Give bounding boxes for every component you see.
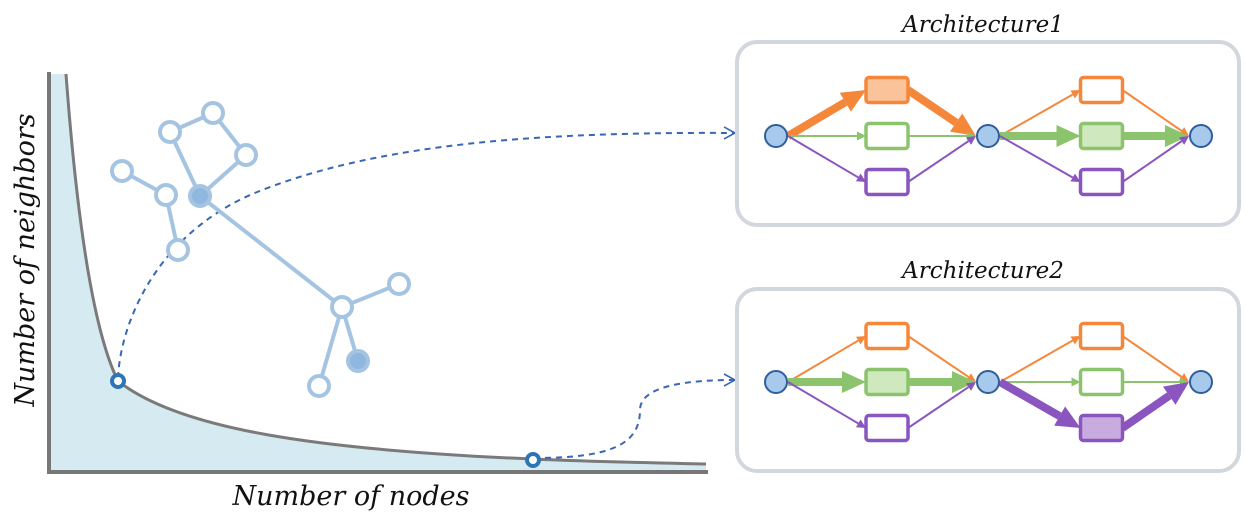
edge-purple-out-1-arrowhead <box>966 136 976 145</box>
y-axis-label: Number of neighbors <box>10 113 41 407</box>
architecture2-diagram <box>764 321 1213 443</box>
graph-node <box>158 120 182 144</box>
edge-orange-in-1 <box>785 98 848 140</box>
graph-node <box>166 238 190 262</box>
cell-node-3 <box>1189 124 1213 148</box>
edge-orange-in-1 <box>787 339 859 383</box>
edge-orange-out-2 <box>1121 335 1183 378</box>
edge-purple-in-2-arrowhead <box>1070 173 1081 182</box>
op-box-orange-1 <box>864 321 910 351</box>
graph-node <box>201 101 225 125</box>
edge-green-out-1-arrowhead <box>952 371 976 393</box>
cell-node-1 <box>764 124 788 148</box>
graph-node-selected <box>188 184 212 208</box>
distribution-curve <box>64 73 707 466</box>
edge-purple-out-1 <box>907 386 970 429</box>
edge-purple-in-1-arrowhead <box>855 173 866 182</box>
op-box-purple-2 <box>1078 413 1125 443</box>
graph-node <box>234 143 258 167</box>
architecture1-diagram <box>764 75 1213 197</box>
edge-orange-out-1-arrowhead <box>949 113 976 136</box>
edge-green-in-2-arrowhead <box>1056 125 1081 147</box>
edge-purple-in-2-arrowhead <box>1054 406 1081 428</box>
op-box-orange-1 <box>864 75 910 105</box>
distribution-plot: Number of nodes Number of neighbors <box>10 72 737 512</box>
op-box-purple-1 <box>864 413 910 443</box>
op-box-orange-2 <box>1078 321 1125 351</box>
edge-purple-in-2 <box>998 378 1062 420</box>
edge-purple-out-2-arrowhead <box>1163 382 1189 405</box>
op-box-green-1 <box>864 367 910 397</box>
graph-node <box>307 374 331 398</box>
edge-purple-out-2 <box>1121 140 1183 183</box>
op-box-green-1 <box>864 121 910 151</box>
cell-node-2 <box>976 370 1000 394</box>
edge-orange-in-2-arrowhead <box>1070 90 1081 99</box>
marker-sparse-point <box>525 452 541 468</box>
op-box-green-2 <box>1078 367 1125 397</box>
edge-orange-in-1-arrowhead <box>855 336 866 345</box>
op-box-orange-2 <box>1078 75 1125 105</box>
connector-to-architecture2 <box>533 373 737 459</box>
edge-purple-in-1 <box>787 135 859 179</box>
cell-node-3 <box>1189 370 1213 394</box>
connector-to-architecture1 <box>117 126 737 379</box>
edge-green-in-1-arrowhead <box>857 131 866 141</box>
edge-purple-out-1-arrowhead <box>966 382 976 391</box>
graph-node-selected <box>346 349 370 373</box>
edge-green-in-1-arrowhead <box>842 371 866 393</box>
cell-node-1 <box>764 370 788 394</box>
graph-illustration <box>110 101 411 398</box>
architecture1-title: Architecture1 <box>900 12 1064 38</box>
cell-node-2 <box>976 124 1000 148</box>
edge-orange-in-2-arrowhead <box>1070 336 1081 345</box>
graph-nodes <box>110 101 411 398</box>
edge-orange-in-2 <box>999 339 1074 383</box>
edge-purple-in-1 <box>787 381 859 425</box>
edge-purple-out-2 <box>1120 392 1172 432</box>
op-box-green-2 <box>1078 121 1125 151</box>
architecture2-title: Architecture2 <box>900 258 1064 284</box>
edge-purple-in-1-arrowhead <box>855 419 866 428</box>
graph-node <box>154 183 178 207</box>
edge-green-in-2-arrowhead <box>1071 377 1081 387</box>
edge-purple-out-1 <box>907 140 970 183</box>
marker-dense-point <box>110 373 126 389</box>
op-box-purple-2 <box>1078 167 1125 197</box>
edge-orange-out-2 <box>1121 89 1183 132</box>
area-under-curve <box>51 74 706 471</box>
edge-orange-in-1-arrowhead <box>839 90 866 112</box>
edge-green-out-2-arrowhead <box>1165 125 1189 147</box>
edge-purple-in-2 <box>999 135 1074 179</box>
edge-orange-out-1 <box>905 86 959 126</box>
graph-node <box>110 159 134 183</box>
graph-node <box>387 272 411 296</box>
x-axis-label: Number of nodes <box>232 481 470 512</box>
edge-orange-in-2 <box>999 93 1074 137</box>
graph-node <box>330 295 354 319</box>
edge-orange-out-1 <box>907 335 970 378</box>
op-box-purple-1 <box>864 167 910 197</box>
edge-purple-out-2-arrowhead <box>1179 136 1189 145</box>
graph-edges <box>121 111 400 387</box>
